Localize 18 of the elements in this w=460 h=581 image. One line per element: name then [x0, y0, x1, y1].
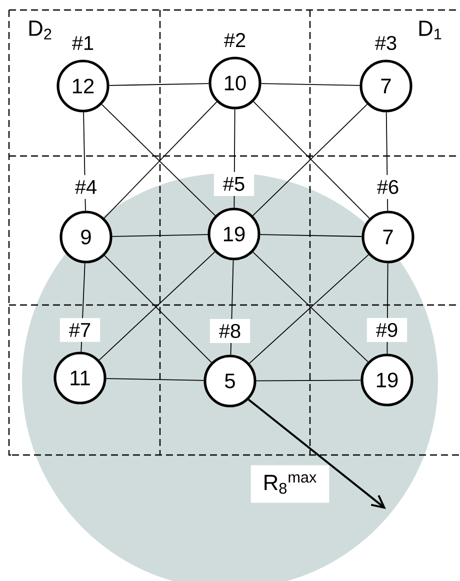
node-label: #7 [60, 318, 100, 342]
connector-line [256, 380, 362, 382]
node-label: #9 [366, 318, 408, 342]
node-label: #8 [210, 318, 250, 344]
node-label: #3 [375, 36, 396, 50]
text-label: R$_{8}$max [250, 465, 330, 503]
node-label: #2 [224, 33, 246, 47]
connector-line [260, 83, 360, 86]
node-label: #5 [214, 172, 254, 196]
connector-line [108, 83, 210, 86]
connector-line [112, 234, 208, 237]
text-label: D$_{1}$ [419, 20, 442, 40]
connector-line [260, 234, 362, 237]
text-label: D$_{2}$ [29, 20, 52, 40]
connector-line [106, 378, 204, 381]
node-label: #4 [66, 175, 106, 199]
node-label: #1 [72, 36, 94, 50]
node-label: #6 [368, 174, 408, 200]
